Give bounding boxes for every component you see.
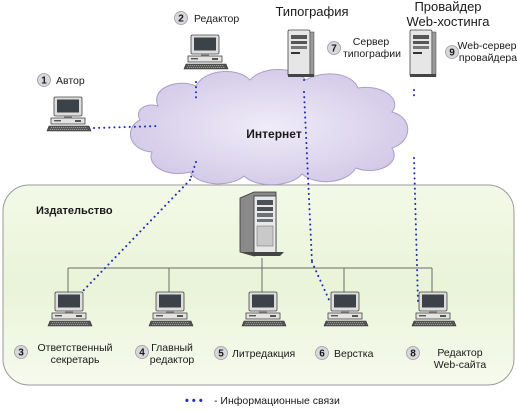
badge-resp-secretary-number: 3 [18,348,24,359]
info-links [79,79,419,303]
lan-cables [67,258,433,292]
legend-dots: • • • [185,395,203,407]
web-editor-label-line2: Web-сайта [434,359,487,371]
chief-editor-label-line1: Главный [151,342,193,354]
printing-server-label-line1: Сервер [353,36,390,48]
badge-proofreading: 5 [214,346,228,360]
badge-printing-server: 7 [327,41,341,55]
printing-house-label: Типография [275,4,348,19]
internet-label: Интернет [246,127,302,141]
badge-resp-secretary: 3 [14,345,28,359]
provider-label-line2: Web-хостинга [407,14,491,29]
badge-provider-server-number: 9 [449,48,455,59]
printing-server-label-line2: типографии [343,48,401,60]
resp-secretary-label-line2: секретарь [51,354,100,366]
badge-web-editor-number: 8 [410,349,416,360]
provider-server-label-line2: провайдера [459,52,517,64]
chief-editor-label-line2: редактор [150,354,195,366]
editor-label: Редактор [194,13,239,25]
badge-layout: 6 [315,346,329,360]
provider-server-label-line1: Web-сервер [458,40,517,52]
layout-label: Верстка [334,348,374,360]
badge-web-editor: 8 [406,346,420,360]
provider-server-icon [409,29,437,78]
badge-chief-editor-number: 4 [139,348,145,359]
badge-editor: 2 [174,11,188,25]
publisher-label: Издательство [36,205,113,217]
printing-server-icon [287,29,315,78]
badge-layout-number: 6 [319,349,325,360]
publisher-area [2,184,515,386]
badge-proofreading-number: 5 [218,349,224,360]
editor-computer [183,34,229,70]
internet-cloud [130,69,409,186]
proofreading-label: Литредакция [232,348,295,360]
web-editor-label-line1: Редактор [437,347,482,359]
badge-author: 1 [37,73,51,87]
badge-author-number: 1 [41,76,47,87]
provider-label-line1: Провайдер [414,0,481,14]
legend-text: - Информационные связи [214,395,340,407]
author-computer [46,96,92,132]
badge-provider-server: 9 [445,45,459,59]
badge-printing-server-number: 7 [331,44,337,55]
resp-secretary-label-line1: Ответственный [38,342,113,354]
author-label: Автор [56,75,85,87]
badge-chief-editor: 4 [135,345,149,359]
badge-editor-number: 2 [178,14,184,25]
